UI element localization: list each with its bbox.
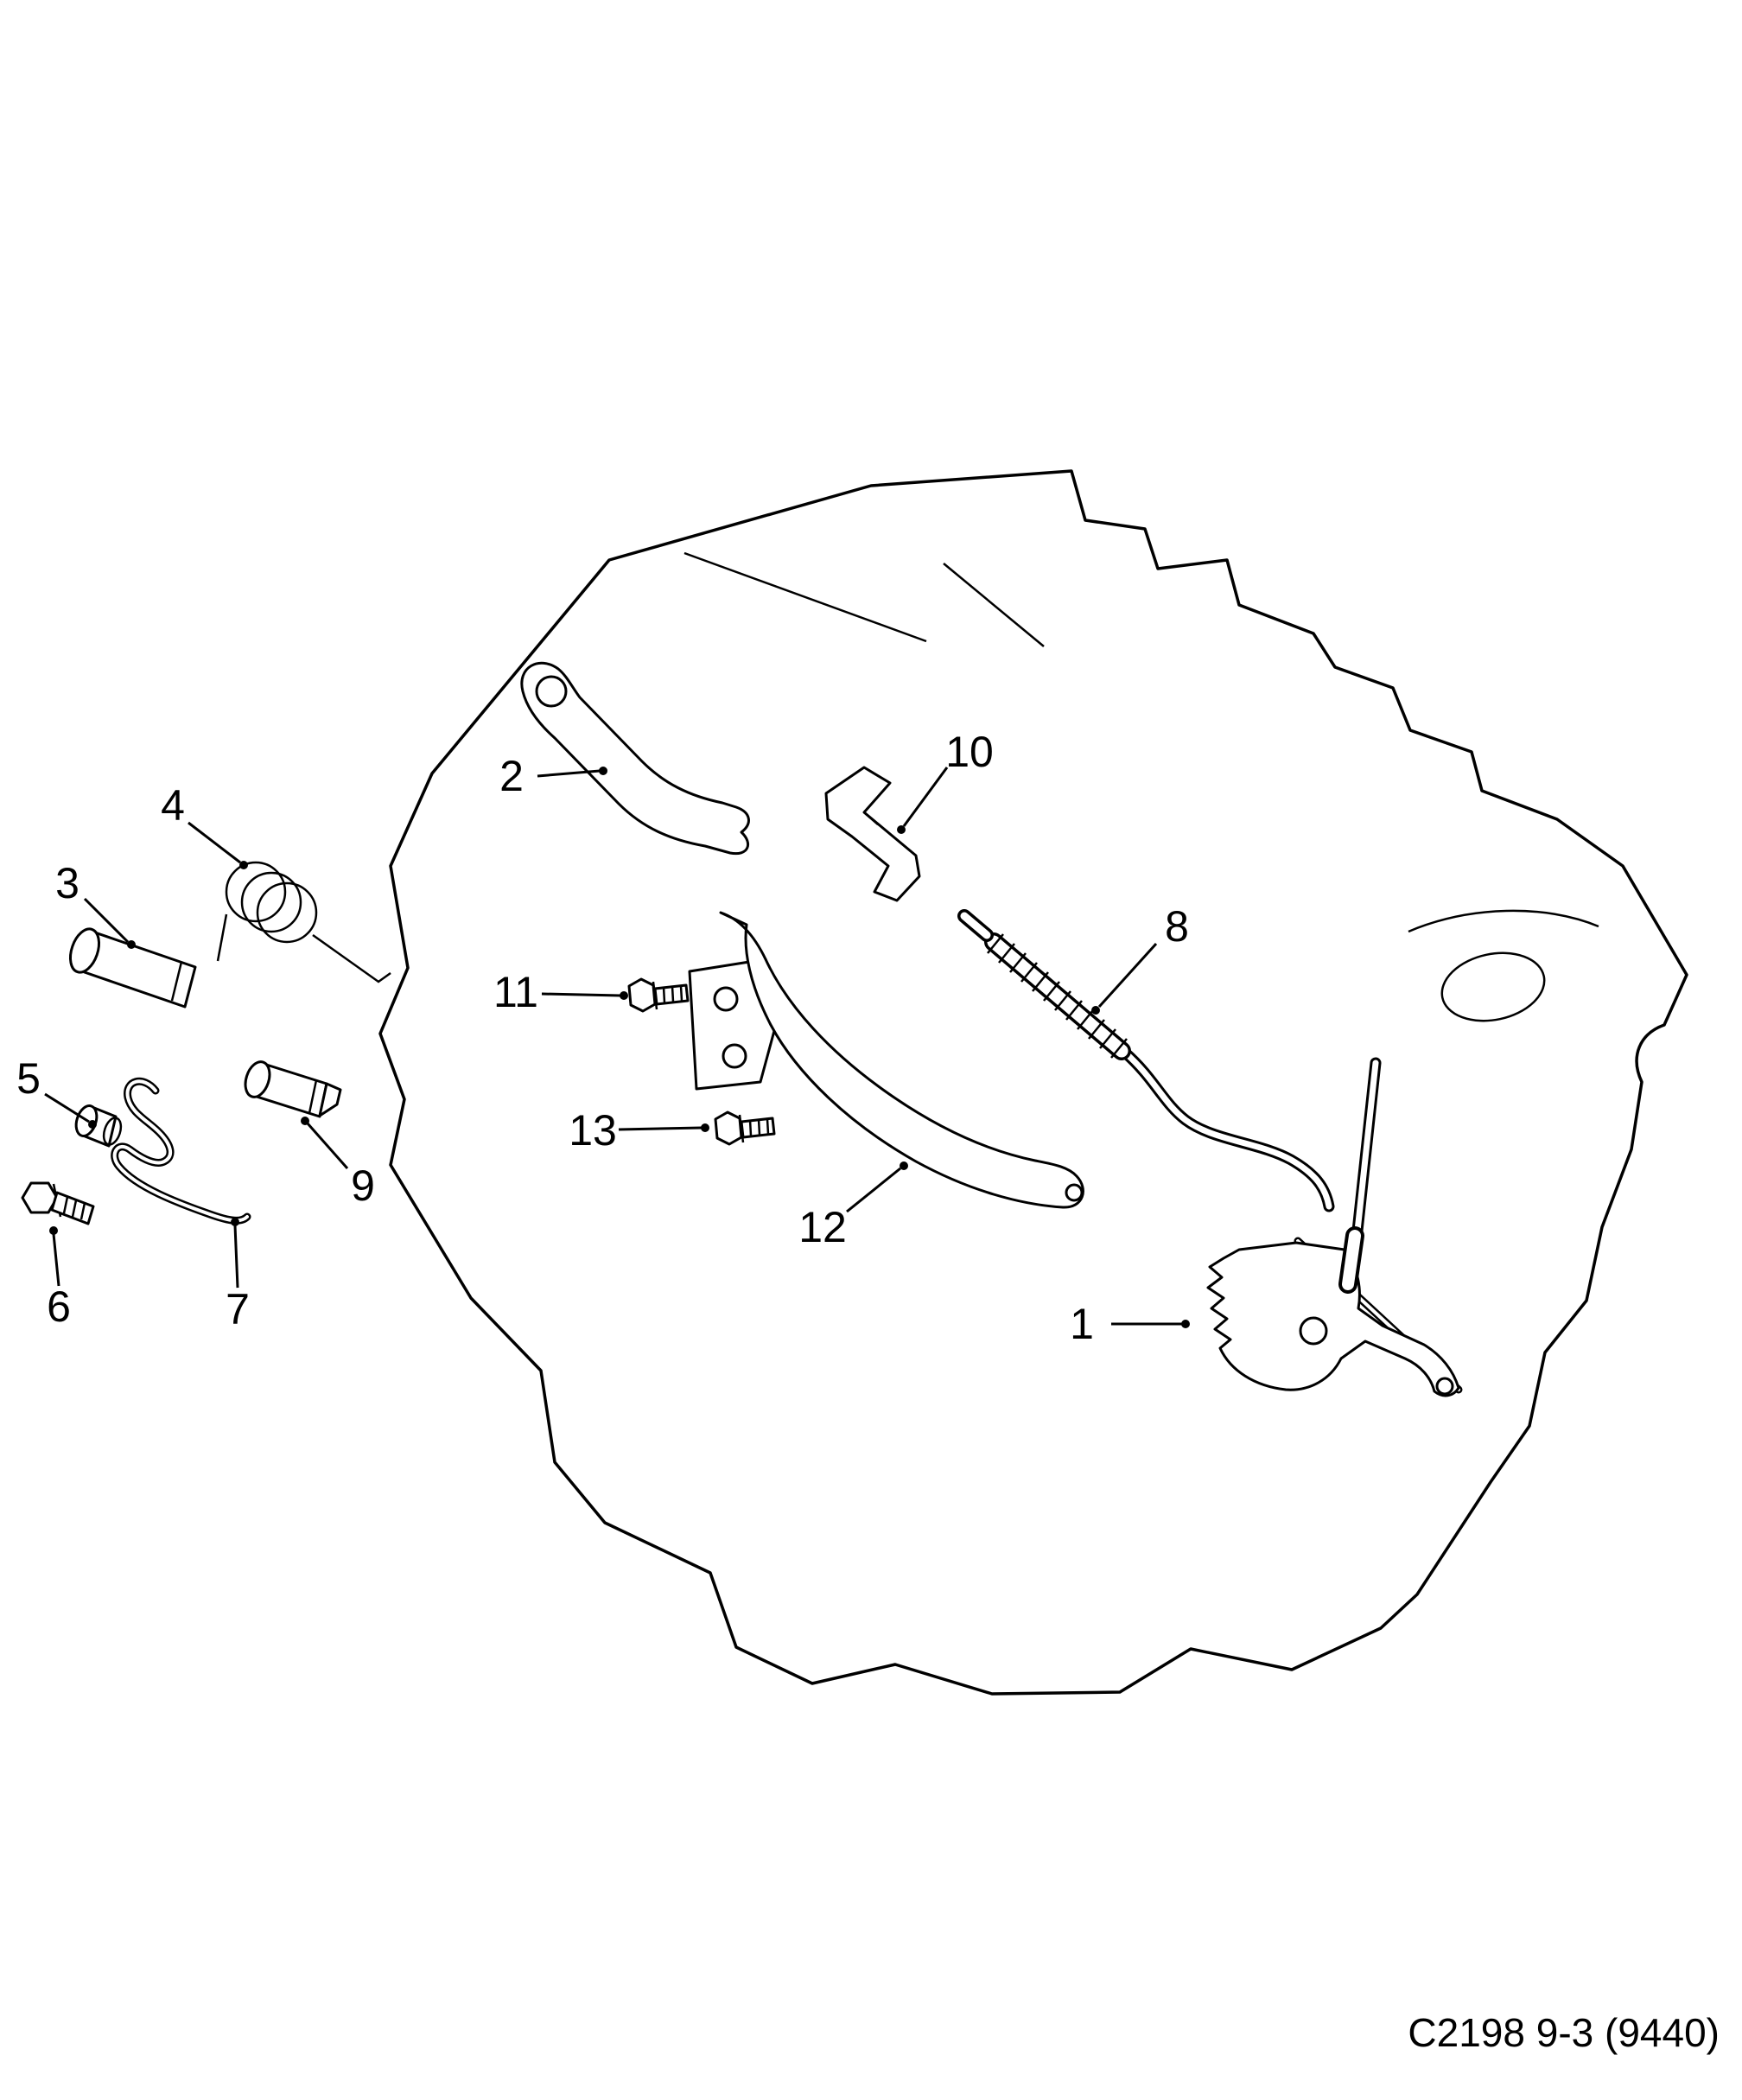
casing-panel-line-right	[943, 563, 1045, 647]
part-8-selector-rod	[957, 909, 1335, 1212]
diagram-caption: C2198 9-3 (9440)	[1408, 2010, 1720, 2055]
part-13-flange-bolt	[714, 1110, 776, 1146]
transmission-casing-outline	[378, 469, 1688, 1696]
part-8-spring-coils	[987, 933, 1128, 1059]
part-1-parking-pawl-sector	[1206, 1057, 1463, 1397]
callout-3: 3	[55, 859, 79, 907]
callout-4: 4	[161, 781, 185, 830]
part-2-pivot-hole	[535, 675, 568, 708]
callout-8: 8	[1165, 902, 1189, 951]
callout-10: 10	[945, 728, 994, 776]
callout-6: 6	[47, 1282, 71, 1331]
callout-2: 2	[499, 752, 524, 800]
casing-rib-line	[1408, 909, 1599, 933]
part-4-torsion-spring	[216, 861, 391, 983]
part-5-bushing	[74, 1104, 123, 1148]
callout-7: 7	[226, 1285, 250, 1333]
callout-11: 11	[493, 968, 538, 1016]
callout-labels: 1 2 3 4 5 6 7 8 9 10 11 12 13	[16, 728, 1189, 1348]
casing-bore-hole	[1440, 951, 1546, 1022]
callout-12: 12	[798, 1203, 847, 1251]
part-2-selector-lever	[520, 661, 750, 856]
callout-13: 13	[569, 1106, 617, 1155]
part-6-bolt	[21, 1181, 95, 1225]
part-7-wire-spring	[111, 1077, 251, 1225]
casing-panel-line-left	[683, 551, 927, 643]
callout-9: 9	[351, 1161, 375, 1210]
part-3-pin	[68, 927, 197, 1009]
callout-leader-lines	[44, 767, 1190, 1328]
callout-1: 1	[1070, 1300, 1094, 1348]
callout-5: 5	[16, 1054, 41, 1103]
part-12-selector-arm	[688, 911, 1084, 1209]
part-11-flange-bolt	[627, 977, 690, 1013]
part-10-detent-bracket	[824, 766, 921, 902]
part-9-sleeve	[244, 1060, 342, 1118]
